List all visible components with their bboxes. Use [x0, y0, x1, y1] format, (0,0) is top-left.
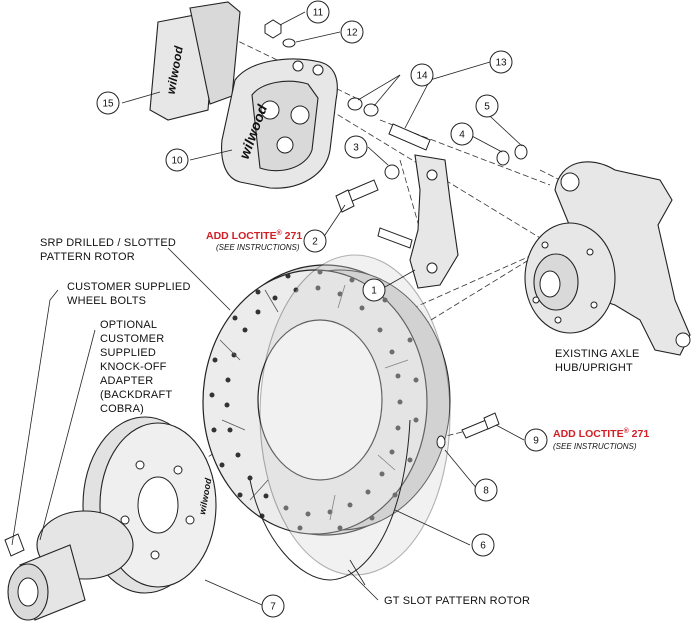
- callout-3: 3: [344, 135, 368, 159]
- svg-text:EXISTING AXLE: EXISTING AXLE: [555, 348, 640, 360]
- svg-text:12: 12: [346, 28, 358, 39]
- svg-text:(BACKDRAFT: (BACKDRAFT: [100, 389, 172, 401]
- svg-text:10: 10: [171, 156, 183, 167]
- loctite-note-2: (SEE INSTRUCTIONS): [553, 442, 637, 451]
- label-add-loctite-2: ADD LOCTITE® 271 (SEE INSTRUCTIONS): [553, 427, 649, 451]
- callout-10: 10: [165, 148, 189, 172]
- svg-text:PATTERN ROTOR: PATTERN ROTOR: [40, 251, 135, 263]
- label-add-loctite-1: ADD LOCTITE® 271 (SEE INSTRUCTIONS): [206, 229, 302, 252]
- loctite-reg-2: ®: [624, 427, 630, 435]
- svg-text:6: 6: [480, 541, 486, 552]
- label-srp-rotor: SRP DRILLED / SLOTTED PATTERN ROTOR: [40, 237, 176, 263]
- callout-1: 1: [362, 278, 386, 302]
- svg-text:14: 14: [416, 71, 428, 82]
- label-knockoff-adapter: OPTIONAL CUSTOMER SUPPLIED KNOCK-OFF ADA…: [100, 319, 172, 415]
- brake-pads: wilwood: [149, 1, 241, 121]
- leader-lines: [11, 11, 525, 606]
- loctite-number: 271: [282, 230, 303, 242]
- caliper-hardware: [264, 19, 296, 48]
- callout-2: 2: [303, 229, 327, 253]
- loctite-note: (SEE INSTRUCTIONS): [216, 243, 300, 252]
- svg-text:ADAPTER: ADAPTER: [100, 375, 153, 387]
- label-gt-rotor: GT SLOT PATTERN ROTOR: [384, 595, 530, 607]
- svg-text:WHEEL BOLTS: WHEEL BOLTS: [67, 295, 146, 307]
- label-wheel-bolts: CUSTOMER SUPPLIED WHEEL BOLTS: [67, 281, 191, 307]
- shim-washers: [347, 97, 379, 117]
- svg-text:ADD LOCTITE® 271: ADD LOCTITE® 271: [206, 229, 302, 242]
- svg-text:4: 4: [459, 130, 465, 141]
- svg-text:CUSTOMER SUPPLIED: CUSTOMER SUPPLIED: [67, 281, 191, 293]
- callout-5: 5: [475, 94, 499, 118]
- svg-text:9: 9: [533, 436, 539, 447]
- svg-text:13: 13: [495, 58, 507, 69]
- svg-text:11: 11: [313, 8, 324, 19]
- svg-text:SUPPLIED: SUPPLIED: [100, 347, 156, 359]
- svg-text:ADD LOCTITE® 271: ADD LOCTITE® 271: [553, 427, 649, 440]
- loctite-text: ADD LOCTITE: [206, 230, 277, 242]
- callout-12: 12: [340, 20, 364, 44]
- callout-7: 7: [261, 594, 285, 618]
- svg-text:HUB/UPRIGHT: HUB/UPRIGHT: [555, 362, 633, 374]
- svg-text:7: 7: [270, 602, 276, 613]
- srp-drilled-slotted-rotor: [202, 264, 451, 536]
- washer-3: [384, 164, 400, 180]
- svg-text:3: 3: [353, 143, 359, 154]
- stud-bolt: [388, 123, 431, 151]
- mounting-bracket: [377, 154, 459, 289]
- svg-text:2: 2: [312, 237, 318, 248]
- mounting-bolt: [335, 179, 379, 213]
- bracket-washers: [496, 144, 528, 166]
- svg-text:8: 8: [483, 486, 489, 497]
- bolt-9: [461, 412, 500, 439]
- gt-slot-rotor: [249, 254, 451, 586]
- svg-text:15: 15: [102, 99, 114, 110]
- callout-15: 15: [96, 91, 120, 115]
- label-existing-axle: EXISTING AXLE HUB/UPRIGHT: [555, 348, 640, 374]
- axle-hub-upright: [524, 161, 691, 356]
- svg-text:5: 5: [484, 102, 490, 113]
- svg-text:COBRA): COBRA): [100, 403, 144, 415]
- callout-4: 4: [450, 122, 474, 146]
- callout-14: 14: [410, 63, 434, 87]
- callout-9: 9: [524, 428, 548, 452]
- callout-11: 11: [306, 0, 330, 24]
- callout-6: 6: [471, 533, 495, 557]
- svg-text:CUSTOMER: CUSTOMER: [100, 333, 164, 345]
- loctite-number-2: 271: [629, 428, 650, 440]
- callout-13: 13: [489, 50, 513, 74]
- caliper: wilwood: [221, 58, 338, 189]
- svg-text:GT SLOT PATTERN ROTOR: GT SLOT PATTERN ROTOR: [384, 595, 530, 607]
- wheel-hub-spindle: [7, 510, 134, 621]
- svg-text:KNOCK-OFF: KNOCK-OFF: [100, 361, 167, 373]
- svg-text:1: 1: [371, 286, 377, 297]
- svg-text:SRP DRILLED / SLOTTED: SRP DRILLED / SLOTTED: [40, 237, 176, 249]
- wheel-bolt: [4, 533, 25, 557]
- callout-8: 8: [474, 478, 498, 502]
- svg-text:OPTIONAL: OPTIONAL: [100, 319, 157, 331]
- loctite-text-2: ADD LOCTITE: [553, 428, 624, 440]
- loctite-reg: ®: [277, 229, 283, 237]
- washer-8: [436, 435, 446, 449]
